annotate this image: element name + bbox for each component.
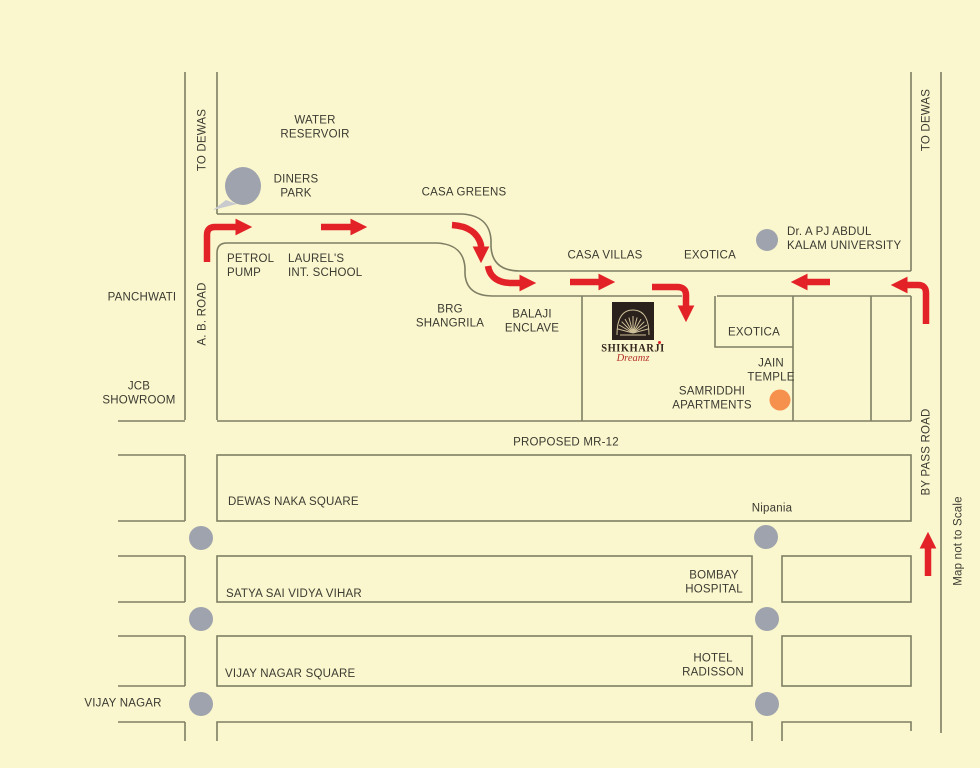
route-arrows — [203, 218, 937, 576]
route-arrow-from-bypass — [890, 276, 930, 324]
university-marker — [756, 229, 778, 251]
junction-node — [755, 607, 779, 631]
route-arrow-turn-right — [203, 218, 253, 262]
palmette-ornament-icon — [616, 309, 650, 336]
landmark-markers — [213, 167, 791, 411]
place-laurels-school: LAUREL'S INT. SCHOOL — [288, 253, 363, 279]
route-arrow-site-entry — [652, 283, 695, 323]
jain-temple-marker — [769, 389, 791, 411]
place-university: Dr. A PJ ABDUL KALAM UNIVERSITY — [787, 226, 902, 252]
place-samriddhi: SAMRIDDHI APARTMENTS — [672, 385, 752, 412]
road-label-to-dewas-right: TO DEWAS — [920, 88, 933, 152]
road-label-bypass-road: BY PASS ROAD — [920, 408, 933, 496]
road-label-ab-road: A. B. ROAD — [196, 282, 209, 346]
place-petrol-pump: PETROL PUMP — [227, 253, 275, 279]
place-brg-shangrila: BRG SHANGRILA — [415, 303, 485, 330]
logo-accent-dot — [658, 341, 661, 344]
logo-emblem — [612, 302, 654, 340]
route-arrow-curve-down — [451, 221, 490, 264]
place-casa-greens: CASA GREENS — [421, 186, 507, 199]
route-arrow-curve-right — [484, 265, 537, 292]
junction-node — [189, 692, 213, 716]
place-vijay-nagar-square: VIJAY NAGAR SQUARE — [225, 668, 356, 680]
junction-node — [189, 607, 213, 631]
place-balaji-enclave: BALAJI ENCLAVE — [504, 308, 560, 335]
place-water-reservoir: WATER RESERVOIR — [280, 114, 350, 141]
junction-node — [755, 692, 779, 716]
place-casa-villas: CASA VILLAS — [567, 249, 643, 262]
road-label-proposed-mr12: PROPOSED MR-12 — [513, 436, 619, 449]
place-diners-park: DINERS PARK — [273, 173, 319, 200]
logo-subtitle: Dreamz — [616, 353, 650, 364]
place-jain-temple: JAIN TEMPLE — [747, 357, 795, 384]
place-satya-sai: SATYA SAI VIDYA VIHAR — [226, 588, 362, 600]
place-exotica-road: EXOTICA — [684, 249, 736, 262]
road-label-to-dewas-left: TO DEWAS — [196, 108, 209, 172]
shikharji-dreamz-logo: SHIKHARJI Dreamz — [600, 302, 666, 364]
place-exotica-block: EXOTICA — [728, 326, 780, 339]
diners-park-pin-tail — [213, 200, 237, 210]
junction-node — [189, 526, 213, 550]
road-lines — [118, 72, 942, 741]
place-dewas-naka: DEWAS NAKA SQUARE — [228, 496, 359, 508]
place-hotel-radisson: HOTEL RADISSON — [682, 652, 744, 679]
place-nipania: Nipania — [751, 502, 793, 515]
junction-node — [754, 525, 778, 549]
diners-park-pin — [225, 167, 261, 205]
junction-nodes — [189, 525, 779, 716]
map-scale-note: Map not to Scale — [952, 496, 965, 586]
logo-title: SHIKHARJI — [601, 342, 665, 355]
place-panchwati: PANCHWATI — [107, 291, 177, 304]
place-bombay-hospital: BOMBAY HOSPITAL — [685, 569, 743, 596]
place-jcb-showroom: JCB SHOWROOM — [102, 380, 176, 407]
place-vijay-nagar: VIJAY NAGAR — [84, 697, 162, 710]
